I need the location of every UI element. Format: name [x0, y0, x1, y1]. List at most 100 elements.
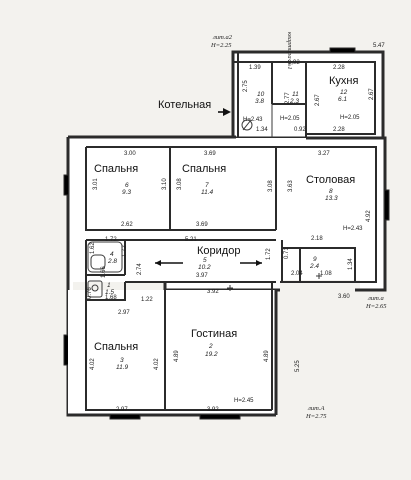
stolovaya-num: 8 [329, 188, 333, 195]
dim-3-60: 3.60 [338, 294, 350, 300]
windows [63, 47, 390, 420]
corner-note-lit: лит.а [367, 295, 384, 302]
dim-5-25: 5.25 [295, 360, 301, 372]
bedroom1-name: Спальня [94, 163, 138, 175]
room9-area: 2.4 [309, 263, 319, 270]
dim-0-71: 0.71 [284, 247, 290, 259]
dim-1-72-c: 1.72 [266, 248, 272, 260]
stolovaya-name: Столовая [306, 174, 355, 186]
dim-1-72-a: 1.72 [105, 237, 117, 243]
dim-4-02-b: 4.02 [154, 358, 160, 370]
dim-4-02-a: 4.02 [90, 358, 96, 370]
dim-2-67-b: 2.67 [369, 88, 375, 100]
room4-num: 4 [110, 251, 114, 258]
dim-2-04: 2.04 [291, 271, 303, 277]
bedroom1-num: 6 [125, 182, 129, 189]
dim-5-47: 5.47 [373, 43, 385, 49]
room10-num: 10 [257, 91, 265, 98]
bottom-note-height: H=2.75 [305, 413, 327, 420]
kitchen-num: 12 [340, 89, 348, 96]
annex-walls [231, 50, 385, 140]
dim-1-34: 1.34 [348, 258, 354, 270]
dim-3-69-bottom: 3.69 [196, 222, 208, 228]
dim-3-92-top: 3.92 [207, 289, 219, 295]
corridor-num: 5 [203, 257, 207, 264]
living-room-name: Гостиная [191, 328, 237, 340]
dim-3-01: 3.01 [93, 178, 99, 190]
bedroom2-name: Спальня [182, 163, 226, 175]
corner-note-height: H=2.65 [365, 303, 387, 310]
cross-markers [227, 273, 322, 291]
dim-1-66: 1.66 [101, 266, 107, 278]
bedroom3-area: 11.9 [116, 364, 129, 371]
room11-num: 11 [292, 91, 299, 98]
boiler-height: H=2.43 [243, 117, 263, 123]
dim-2-97-top: 2.97 [118, 310, 130, 316]
boiler-dim: 1.34 [256, 127, 268, 133]
dim-1-72-b: 1.72 [122, 245, 128, 257]
room10-area: 3.8 [255, 98, 264, 105]
kitchen-name: Кухня [329, 75, 358, 87]
dim-2-28-top: 2.28 [333, 65, 345, 71]
living-room-area: 19.2 [205, 351, 218, 358]
dim-4-89-a: 4.89 [174, 350, 180, 362]
dim-3-00: 3.00 [124, 151, 136, 157]
bath-fixtures [87, 241, 123, 298]
kitchen-height: H=2.05 [340, 115, 360, 121]
dim-4-89-b: 4.89 [264, 350, 270, 362]
dim-3-63: 3.63 [288, 180, 294, 192]
bedroom3-num: 3 [120, 357, 124, 364]
bottom-note-lit: лит.А [307, 405, 324, 412]
dim-2-28-bottom: 2.28 [333, 127, 345, 133]
room11-area: 2.3 [289, 98, 299, 105]
dim-2-77: 2.77 [285, 92, 291, 104]
dim-3-92-bottom: 3.92 [207, 407, 219, 413]
apartment-note: квартира №1 [286, 32, 293, 70]
dim-4-92: 4.92 [366, 210, 372, 222]
room1-area: 1.5 [105, 289, 114, 296]
top-note-height: H=2.25 [210, 42, 232, 49]
dim-1-22: 1.22 [141, 297, 153, 303]
living-room-height: H=2.45 [234, 398, 254, 404]
dim-2-75: 2.75 [243, 80, 249, 92]
top-note-lit: лит.а2 [212, 34, 233, 41]
dim-0-92: 0.92 [288, 60, 300, 66]
bedroom3-name: Спальня [94, 341, 138, 353]
dim-2-67-a: 2.67 [315, 94, 321, 106]
dim-1-68: 1.68 [105, 295, 117, 301]
room4-area: 2.8 [107, 258, 117, 265]
stolovaya-area: 13.3 [325, 195, 338, 202]
boiler-icon [241, 119, 253, 131]
dim-1-62: 1.62 [90, 242, 96, 254]
kitchen-area: 6.1 [338, 96, 347, 103]
dim-3-08-b: 3.08 [268, 180, 274, 192]
corridor-name: Коридор [197, 245, 240, 257]
room11-height: H=2.05 [280, 116, 300, 122]
corridor-arrows [155, 260, 262, 266]
dim-0-76: 0.76 [87, 287, 93, 299]
dim-5-21: 5.21 [185, 237, 197, 243]
dim-3-69: 3.69 [204, 151, 216, 157]
dim-3-27: 3.27 [318, 151, 330, 157]
bedroom2-area: 11.4 [201, 189, 214, 196]
boiler-room-label: Котельная [158, 99, 211, 111]
dim-3-97: 3.97 [196, 273, 208, 279]
bedroom1-area: 9.3 [122, 189, 131, 196]
dim-1-08: 1.08 [320, 271, 332, 277]
boiler-arrow [218, 108, 231, 116]
dim-3-10: 3.10 [162, 178, 168, 190]
room1-num: 1 [107, 282, 111, 289]
dim-2-97-bottom: 2.97 [116, 407, 128, 413]
living-room-num: 2 [208, 343, 213, 350]
dim-2-74: 2.74 [137, 263, 143, 275]
internal-walls [85, 146, 377, 411]
bedroom2-num: 7 [205, 182, 209, 189]
corridor-area: 10.2 [198, 264, 211, 271]
dim-2-18: 2.18 [311, 236, 323, 242]
dim-1-39: 1.39 [249, 65, 261, 71]
room9-num: 9 [313, 256, 317, 263]
dim-2-62: 2.62 [121, 222, 133, 228]
dim-3-08-a: 3.08 [177, 178, 183, 190]
dim-0-92-bottom: 0.92 [294, 127, 306, 133]
